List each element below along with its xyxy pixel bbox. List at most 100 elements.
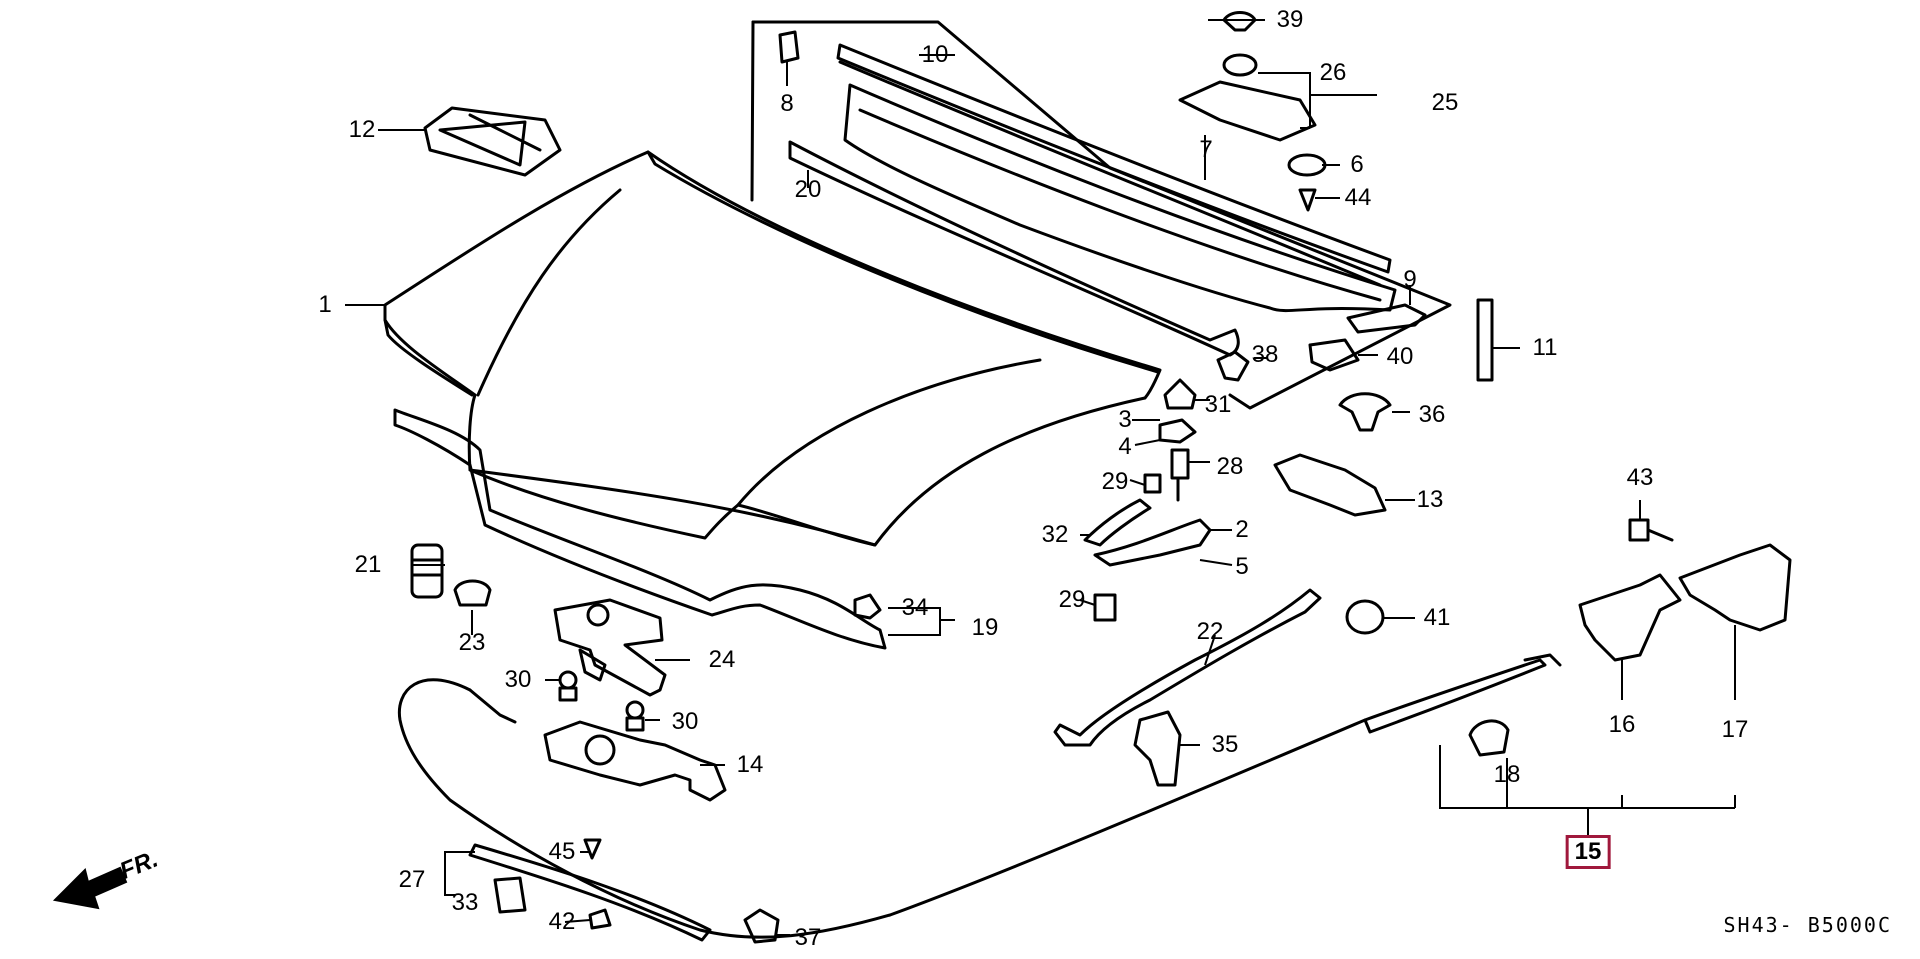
- part-label: 13: [1416, 486, 1444, 513]
- part-label: 14: [736, 751, 764, 778]
- cowl-molding: [838, 60, 1382, 287]
- hood-seal-21: [410, 543, 444, 599]
- hood-edge: [646, 150, 1160, 374]
- plug-6: [1287, 153, 1327, 177]
- hood-seal: [393, 408, 887, 650]
- part-label: 1: [318, 291, 332, 318]
- part-label-highlight: 15: [1565, 835, 1611, 869]
- hinge-2: [1093, 518, 1212, 567]
- knob-18: [1468, 719, 1510, 757]
- clip-8: [778, 30, 800, 64]
- front-direction-arrow: [52, 866, 128, 910]
- part-label: 40: [1386, 343, 1414, 370]
- hinge-32: [1083, 498, 1152, 547]
- part-label: 39: [1276, 6, 1304, 33]
- part-40: [1308, 338, 1360, 372]
- front-molding-27: [468, 843, 712, 942]
- part-label: 27: [398, 866, 426, 893]
- cowl-grille: [858, 108, 1382, 302]
- opener-37: [743, 908, 780, 944]
- part-label: 9: [1403, 266, 1417, 293]
- part-label: 44: [1344, 184, 1372, 211]
- part-label: 7: [1199, 136, 1213, 163]
- bolt-28: [1170, 448, 1190, 502]
- part-label: 41: [1423, 604, 1451, 631]
- part-label: 45: [548, 838, 576, 865]
- part-label: 6: [1350, 151, 1364, 178]
- part-label: 23: [458, 629, 486, 656]
- part-label: 28: [1216, 453, 1244, 480]
- part-label: 11: [1532, 334, 1558, 361]
- part-label: 30: [671, 708, 699, 735]
- grommet-26: [1222, 53, 1258, 77]
- cowl-grille: [843, 83, 1397, 313]
- screw-45: [583, 838, 602, 860]
- release-cable: [397, 678, 1367, 939]
- part-label: 25: [1431, 89, 1459, 116]
- clip-34: [853, 593, 882, 620]
- hood-inner-line: [476, 188, 622, 397]
- part-label: 10: [921, 41, 949, 68]
- part-label: 34: [901, 594, 929, 621]
- clip-33: [493, 876, 527, 914]
- screw-44: [1298, 188, 1317, 212]
- part-label: 36: [1418, 401, 1446, 428]
- cowl-box-outline: [751, 20, 1452, 410]
- part-label: 32: [1041, 521, 1069, 548]
- release-cable-end: [1363, 658, 1547, 734]
- part-label: 29: [1101, 468, 1129, 495]
- part-12-cover: [423, 106, 562, 177]
- part-label: 26: [1319, 59, 1347, 86]
- part-label: 16: [1608, 711, 1636, 738]
- part-label: 33: [451, 889, 479, 916]
- part-11: [1476, 298, 1494, 382]
- part-label: 35: [1211, 731, 1239, 758]
- part-label: 19: [971, 614, 999, 641]
- clip-38: [1216, 350, 1250, 382]
- part-label: 31: [1204, 391, 1232, 418]
- bracket-13: [1273, 453, 1387, 517]
- part-23: [453, 579, 492, 607]
- bracket-25: [1178, 80, 1317, 142]
- part-label: 12: [348, 116, 376, 143]
- support-rod-22: [1053, 588, 1322, 747]
- part-label: 3: [1118, 406, 1132, 433]
- clip-42: [588, 908, 612, 930]
- part-label: 18: [1493, 761, 1521, 788]
- hinge-3: [1158, 418, 1197, 444]
- part-label: 20: [794, 176, 822, 203]
- part-label: 8: [780, 90, 794, 117]
- striker-17: [1678, 543, 1792, 632]
- part-label: 4: [1118, 433, 1132, 460]
- molding-9: [1346, 303, 1427, 334]
- part-label: 30: [504, 666, 532, 693]
- hood-inner-line: [468, 468, 877, 547]
- bolt-29b: [1093, 593, 1117, 622]
- cowl-box-outline: [750, 20, 755, 202]
- bolt-29a: [1143, 473, 1162, 494]
- hood-latch-24: [553, 598, 667, 697]
- part-label: 2: [1235, 516, 1249, 543]
- part-label: 22: [1196, 618, 1224, 645]
- cowl-seal-strip: [788, 140, 1240, 357]
- clip-31: [1163, 378, 1197, 410]
- bracket-14: [543, 720, 727, 802]
- part-label: 37: [794, 924, 822, 951]
- hood-edge: [383, 318, 474, 397]
- part-label: 21: [354, 551, 382, 578]
- bolt-43: [1628, 518, 1674, 542]
- part-label: 5: [1235, 553, 1249, 580]
- clamp-35: [1133, 710, 1182, 787]
- part-41: [1345, 599, 1385, 635]
- clip-36: [1338, 392, 1392, 432]
- part-label: 43: [1626, 464, 1654, 491]
- part-label: 17: [1721, 716, 1749, 743]
- lock-16: [1578, 573, 1682, 662]
- cowl-molding: [836, 43, 1392, 274]
- hood-inner-line: [736, 358, 1042, 507]
- part-label: 29: [1058, 586, 1086, 613]
- diagram-code: SH43- B5000C: [1723, 913, 1892, 937]
- part-label: 38: [1251, 341, 1279, 368]
